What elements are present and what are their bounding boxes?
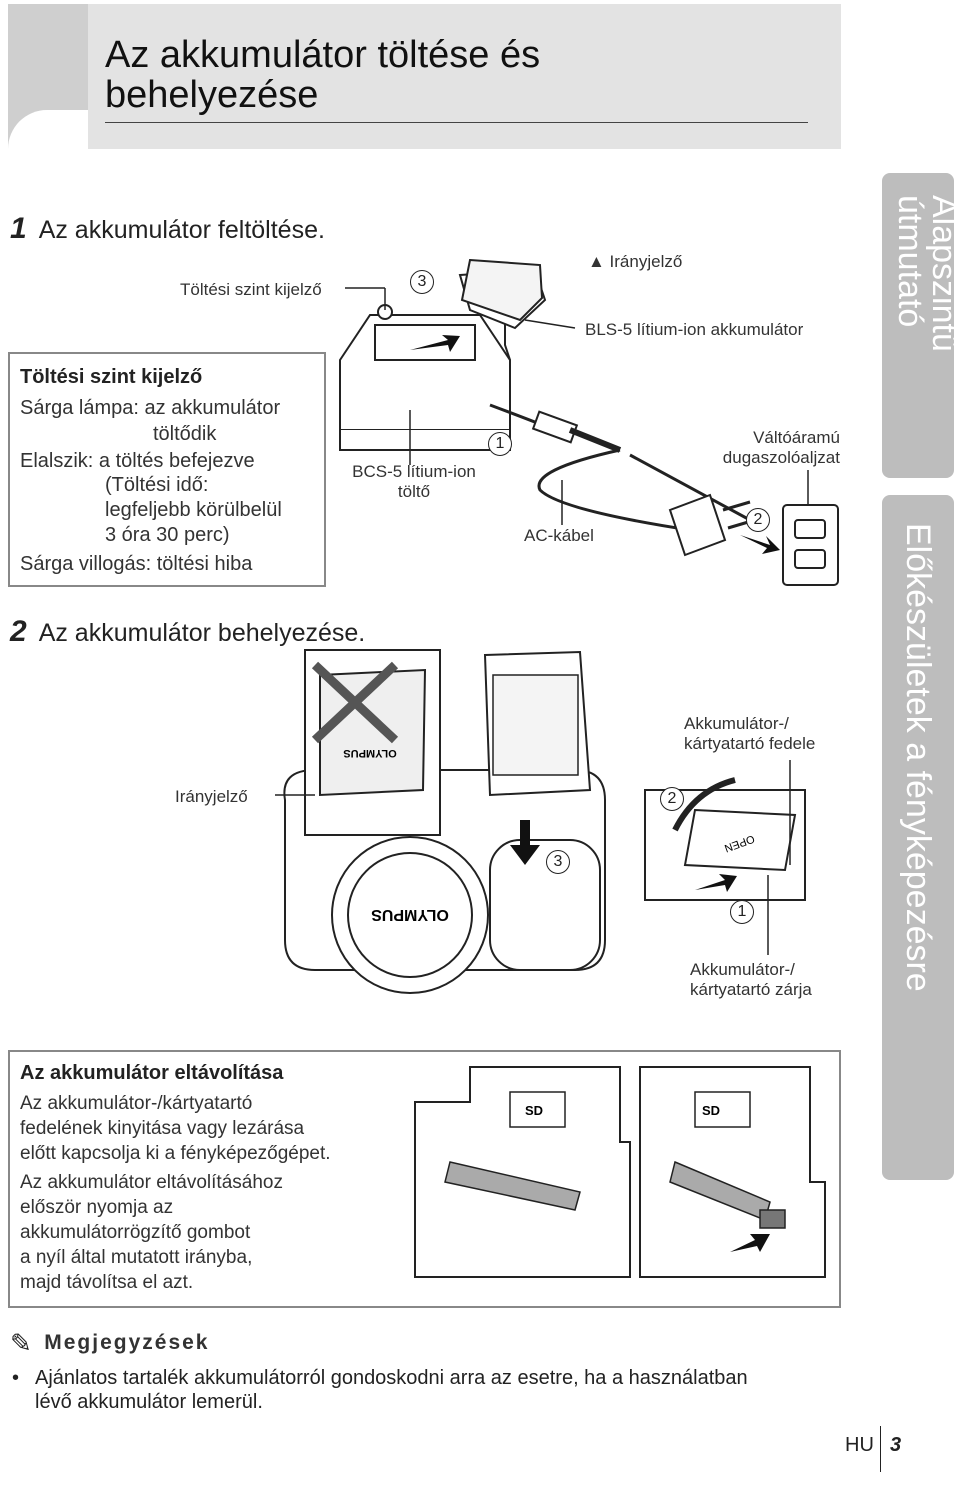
- charge-box-title: Töltési szint kijelző: [20, 366, 203, 388]
- header-banner: [8, 4, 841, 149]
- label-battery: BLS-5 lítium-ion akkumulátor: [585, 320, 804, 339]
- charge-box-line: (Töltési idő:: [105, 474, 209, 496]
- lens-cap-brand: OLYMPUS: [371, 906, 449, 923]
- step-1-text: Az akkumulátor feltöltése.: [38, 216, 325, 244]
- remove-box-line: Az akkumulátor-/kártyatartó: [20, 1093, 253, 1114]
- footer-divider: [880, 1426, 881, 1472]
- charge-box-line: Elalszik: a töltés befejezve: [20, 450, 255, 472]
- page-number: 3: [890, 1434, 902, 1456]
- label-ac-cable: AC-kábel: [524, 526, 594, 545]
- charge-box-line: töltődik: [153, 423, 217, 445]
- label-compartment-cover: Akkumulátor-/kártyatartó fedele: [684, 714, 816, 753]
- remove-box-line: fedelének kinyitása vagy lezárása: [20, 1118, 305, 1139]
- sd-label-right: SD: [702, 1103, 720, 1118]
- step-1-number: 1: [10, 212, 27, 245]
- notes-title: Megjegyzések: [44, 1331, 210, 1354]
- remove-box-line: először nyomja az: [20, 1197, 174, 1218]
- remove-box-title: Az akkumulátor eltávolítása: [20, 1062, 284, 1084]
- charge-box-line: legfeljebb körülbelül: [105, 499, 282, 521]
- side-tab-preparation: Előkészületek a fényképezésre: [882, 495, 954, 1180]
- label-direction-indicator: ▲ Irányjelző: [588, 252, 683, 271]
- pencil-note-icon: ✎: [10, 1328, 32, 1358]
- remove-box-line: előtt kapcsolja ki a fényképezőgépet.: [20, 1143, 331, 1164]
- step-2: 2 Az akkumulátor behelyezése.: [10, 615, 365, 649]
- step-2-number: 2: [10, 615, 27, 648]
- step-marker-3: 3: [410, 270, 434, 294]
- remove-box-line: majd távolítsa el azt.: [20, 1272, 194, 1293]
- header-rule: [105, 122, 808, 123]
- charge-box-line: Sárga villogás: töltési hiba: [20, 553, 253, 575]
- label-charge-indicator: Töltési szint kijelző: [180, 280, 322, 299]
- charge-box-line: 3 óra 30 perc): [105, 524, 230, 546]
- note-item: Ajánlatos tartalék akkumulátorról gondos…: [35, 1367, 748, 1413]
- step-marker-1: 1: [488, 432, 512, 456]
- step-1: 1 Az akkumulátor feltöltése.: [10, 212, 325, 246]
- charger-illustration: [339, 258, 839, 586]
- sd-label: SD: [525, 1103, 543, 1118]
- remove-box-line: akkumulátorrögzítő gombot: [20, 1222, 251, 1243]
- step-marker-1b: 1: [730, 900, 754, 924]
- note-bullet: •: [12, 1367, 20, 1389]
- remove-box-line: a nyíl által mutatott irányba,: [20, 1247, 253, 1268]
- remove-battery-box: Az akkumulátor eltávolítása Az akkumulát…: [8, 1050, 841, 1308]
- notes-header: ✎ Megjegyzések: [10, 1328, 210, 1359]
- label-compartment-lock: Akkumulátor-/kártyatartó zárja: [690, 960, 812, 999]
- charge-indicator-box: Töltési szint kijelző Sárga lámpa: az ak…: [8, 352, 326, 587]
- step-marker-2b: 2: [660, 787, 684, 811]
- side-tab-preparation-label: Előkészületek a fényképezésre: [899, 523, 937, 992]
- camera-illustration: OLYMPUS OLYMPUS OPEN: [275, 649, 806, 994]
- footer-lang: HU: [845, 1434, 874, 1456]
- battery-brand: OLYMPUS: [343, 747, 396, 759]
- step-2-text: Az akkumulátor behelyezése.: [38, 619, 366, 647]
- step-marker-3b: 3: [546, 850, 570, 874]
- battery-removal-illustration: SD SD: [414, 1066, 826, 1278]
- page-title: Az akkumulátor töltése és behelyezése: [105, 34, 541, 116]
- label-battery-direction: Irányjelző: [175, 787, 248, 806]
- step-marker-2: 2: [746, 508, 770, 532]
- remove-box-line: Az akkumulátor eltávolításához: [20, 1172, 283, 1193]
- charge-box-line: Sárga lámpa: az akkumulátor: [20, 397, 281, 419]
